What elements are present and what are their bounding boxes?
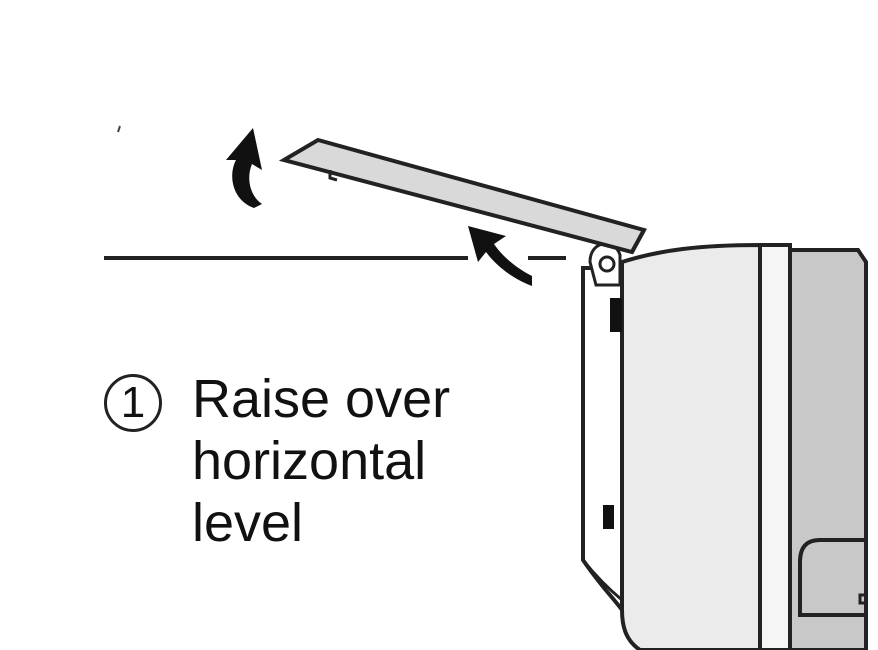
raised-front-panel [278, 137, 647, 255]
step-text-line-1: Raise over [192, 369, 451, 429]
side-bracket-notch [858, 593, 866, 605]
unit-body [620, 242, 762, 650]
curved-up-arrow-icon [226, 128, 262, 208]
panel-hinge [588, 242, 622, 287]
step-number-badge: 1 [104, 374, 162, 432]
indoor-unit [581, 242, 868, 650]
front-slot-upper [610, 298, 622, 332]
front-slot-lower [603, 505, 614, 529]
side-bracket [798, 538, 866, 617]
step-text-line-3: level [192, 493, 304, 553]
unit-bottom-curve [581, 559, 623, 602]
front-panel-face [278, 137, 647, 255]
curved-up-arrow-icon-lower [468, 226, 532, 286]
front-panel-tab [328, 170, 338, 182]
unit-middle-band [758, 243, 792, 650]
speck-mark [117, 125, 121, 133]
step-text: Raise over horizontal level [192, 368, 552, 554]
front-panel-edge [630, 229, 646, 253]
unit-side-panel [788, 248, 868, 650]
step-text-line-2: horizontal [192, 431, 427, 491]
